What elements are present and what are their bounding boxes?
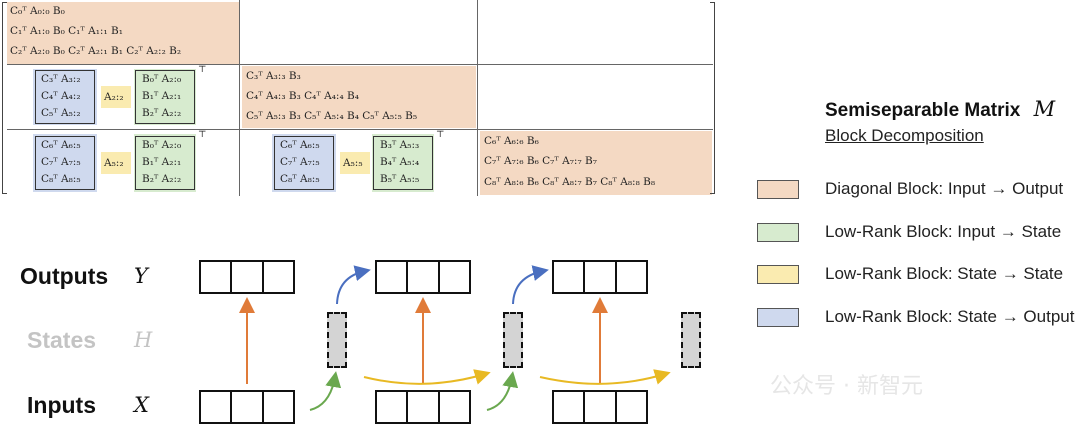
diagonal-block-2 (480, 131, 712, 195)
matrix-entry: B₄ᵀ A₅:₄ (380, 156, 420, 168)
matrix-entry: B₀ᵀ A₂:₀ (142, 139, 182, 151)
output-chunk (552, 260, 648, 294)
matrix-entry: C₄ᵀ A₄:₃ B₃ C₄ᵀ A₄:₄ B₄ (246, 90, 359, 102)
state-output-factor (33, 134, 97, 192)
matrix-entry: C₁ᵀ A₁:₀ B₀ C₁ᵀ A₁:₁ B₁ (10, 25, 123, 37)
legend-title-text: Semiseparable Matrix (825, 100, 1021, 121)
matrix-right-bracket (710, 2, 715, 194)
arrow-state-state (539, 369, 671, 385)
matrix-entry: B₁ᵀ A₂:₁ (142, 90, 182, 102)
legend-swatch-state-state (757, 265, 799, 284)
state-state-factor (340, 152, 370, 174)
arrow-state-output (336, 265, 371, 305)
matrix-entry: B₃ᵀ A₅:₃ (380, 139, 420, 151)
output-chunk (199, 260, 295, 294)
c-vector (35, 70, 95, 124)
legend-subtitle: Block Decomposition (825, 126, 984, 145)
diagonal-block-0 (7, 2, 239, 64)
legend-label: Diagonal Block: Input → Output (825, 179, 1064, 198)
matrix-entry: B₁ᵀ A₂:₁ (142, 156, 182, 168)
matrix-entry: A₅:₅ (343, 157, 363, 169)
input-chunk (552, 390, 648, 424)
matrix-entry: C₈ᵀ A₈:₆ B₆ C₈ᵀ A₈:₇ B₇ C₈ᵀ A₈:₈ B₈ (484, 176, 656, 188)
arrow-state-output (512, 265, 549, 305)
matrix-entry: C₆ᵀ A₆:₅ (280, 139, 320, 151)
arrow-input-state (309, 371, 342, 411)
arrow-input-state (486, 371, 519, 411)
state-block (327, 312, 347, 368)
matrix-entry: C₆ᵀ A₆:₆ B₆ (484, 135, 539, 147)
output-chunk (375, 260, 471, 294)
states-label: States (27, 327, 97, 353)
matrix-entry: C₈ᵀ A₈:₅ (280, 173, 320, 185)
transpose-symbol: ⊤ (436, 130, 445, 140)
matrix-entry: C₂ᵀ A₂:₀ B₀ C₂ᵀ A₂:₁ B₁ C₂ᵀ A₂:₂ B₂ (10, 45, 182, 57)
matrix-entry: C₇ᵀ A₇:₅ (41, 156, 81, 168)
input-state-factor (372, 134, 434, 192)
legend-label: Low-Rank Block: State → State (825, 264, 1064, 283)
matrix-entry: C₀ᵀ A₀:₀ B₀ (10, 5, 65, 17)
inputs-variable: X (134, 393, 149, 417)
outputs-label: Outputs (20, 263, 109, 289)
legend-label: Low-Rank Block: State → Output (825, 307, 1075, 326)
legend-title: Semiseparable Matrix M (825, 97, 1055, 122)
state-block (681, 312, 701, 368)
input-chunk (375, 390, 471, 424)
matrix-entry: A₂:₂ (104, 91, 124, 103)
flow-arrows (239, 265, 671, 411)
outputs-variable: Y (134, 264, 148, 288)
matrix-divider (7, 129, 713, 131)
matrix-entry: A₅:₂ (104, 157, 124, 169)
legend-symbol: M (1033, 97, 1056, 121)
states-variable: H (134, 328, 153, 352)
matrix-entry: C₄ᵀ A₄:₂ (41, 90, 81, 102)
matrix-entry: C₅ᵀ A₅:₃ B₃ C₅ᵀ A₅:₄ B₄ C₅ᵀ A₅:₅ B₅ (246, 110, 418, 122)
matrix-divider (477, 0, 479, 196)
watermark: 公众号 · 新智元 (770, 374, 923, 399)
legend-swatch-state-output (757, 308, 799, 327)
state-block (503, 312, 523, 368)
matrix-entry: B₂ᵀ A₂:₂ (142, 173, 182, 185)
legend-label: Low-Rank Block: Input → State (825, 222, 1062, 241)
transpose-symbol: ⊤ (198, 130, 207, 140)
matrix-entry: B₅ᵀ A₅:₅ (380, 173, 420, 185)
matrix-divider (7, 64, 713, 66)
b-vector (135, 136, 195, 190)
arrow-state-state (363, 369, 491, 385)
state-state-factor (101, 86, 131, 108)
matrix-entry: C₅ᵀ A₅:₂ (41, 107, 81, 119)
diagonal-block-1 (242, 66, 476, 128)
b-vector (135, 70, 195, 124)
matrix-entry: C₃ᵀ A₃:₂ (41, 73, 81, 85)
input-state-factor (134, 69, 196, 125)
state-output-factor (33, 69, 97, 125)
c-vector (35, 136, 95, 190)
state-output-factor (272, 134, 336, 192)
transpose-symbol: ⊤ (198, 65, 207, 75)
matrix-entry: C₈ᵀ A₈:₅ (41, 173, 81, 185)
state-state-factor (101, 152, 131, 174)
matrix-entry: C₆ᵀ A₆:₅ (41, 139, 81, 151)
inputs-label: Inputs (27, 392, 96, 418)
matrix-entry: C₇ᵀ A₇:₅ (280, 156, 320, 168)
legend-swatch-diagonal (757, 180, 799, 199)
matrix-left-bracket (2, 2, 7, 194)
b-vector (373, 136, 433, 190)
matrix-entry: C₃ᵀ A₃:₃ B₃ (246, 70, 301, 82)
legend-swatch-input-state (757, 223, 799, 242)
matrix-entry: B₂ᵀ A₂:₂ (142, 107, 182, 119)
matrix-entry: C₇ᵀ A₇:₆ B₆ C₇ᵀ A₇:₇ B₇ (484, 155, 597, 167)
matrix-divider (239, 0, 241, 196)
c-vector (274, 136, 334, 190)
input-state-factor (134, 134, 196, 192)
input-chunk (199, 390, 295, 424)
matrix-entry: B₀ᵀ A₂:₀ (142, 73, 182, 85)
